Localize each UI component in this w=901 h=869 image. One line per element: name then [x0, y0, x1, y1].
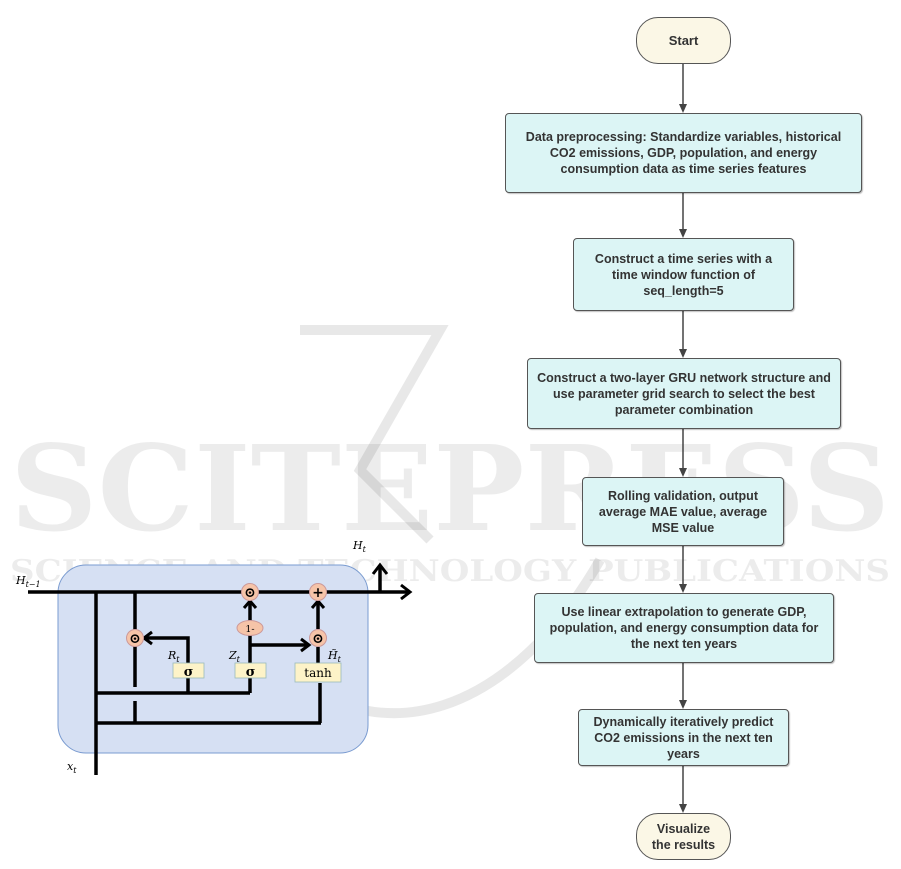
update-arrowhead — [300, 637, 312, 653]
update-gate-box: σ — [234, 662, 267, 680]
flow-step-5-label: Use linear extrapolation to generate GDP… — [549, 605, 819, 651]
flow-step-2: Construct a time series with a time wind… — [573, 238, 794, 311]
reset-hadamard-op: ⊙ — [126, 629, 144, 647]
flow-start-label: Start — [668, 32, 699, 48]
flow-start: Start — [636, 17, 731, 64]
flow-end: Visualize the results — [636, 813, 731, 860]
output-arrowhead — [400, 583, 413, 601]
reset-gate-box: σ — [172, 662, 205, 680]
reset-label: Rt — [167, 649, 180, 664]
svg-text:⊙: ⊙ — [312, 631, 324, 647]
flow-step-6: Dynamically iteratively predict CO2 emis… — [578, 709, 789, 766]
update-label: Zt — [228, 649, 241, 664]
svg-text:σ: σ — [184, 665, 194, 680]
reset-gate-output — [145, 636, 190, 663]
tanh-gate-box: tanh — [294, 662, 342, 683]
svg-text:⊙: ⊙ — [129, 631, 141, 647]
flow-step-5: Use linear extrapolation to generate GDP… — [534, 593, 834, 663]
svg-text:σ: σ — [246, 665, 256, 680]
flow-step-1: Data preprocessing: Standardize variable… — [505, 113, 862, 193]
h-out-label: Ht — [352, 539, 367, 554]
svg-text:tanh: tanh — [304, 666, 332, 680]
x-in-label: xt — [67, 760, 77, 775]
svg-text:1-: 1- — [245, 624, 254, 635]
flow-step-4: Rolling validation, output average MAE v… — [582, 477, 784, 546]
update-hadamard-op: ⊙ — [241, 583, 259, 601]
svg-text:+: + — [312, 585, 324, 601]
flow-step-3: Construct a two-layer GRU network struct… — [527, 358, 841, 429]
flow-step-3-label: Construct a two-layer GRU network struct… — [537, 370, 831, 417]
flow-step-6-label: Dynamically iteratively predict CO2 emis… — [593, 714, 774, 761]
one-minus-op: 1- — [236, 620, 264, 636]
flow-step-4-label: Rolling validation, output average MAE v… — [598, 488, 768, 535]
ht-arrowhead — [371, 562, 389, 575]
flow-step-2-label: Construct a time series with a time wind… — [594, 251, 773, 298]
add-op: + — [309, 583, 327, 601]
flow-step-1-label: Data preprocessing: Standardize variable… — [525, 130, 842, 176]
flow-end-label: Visualize the results — [651, 821, 716, 852]
h-prev-label: Ht−1 — [15, 574, 41, 589]
candidate-label: H̃t — [327, 649, 342, 664]
svg-text:⊙: ⊙ — [244, 585, 256, 601]
candidate-hadamard-op: ⊙ — [309, 629, 327, 647]
